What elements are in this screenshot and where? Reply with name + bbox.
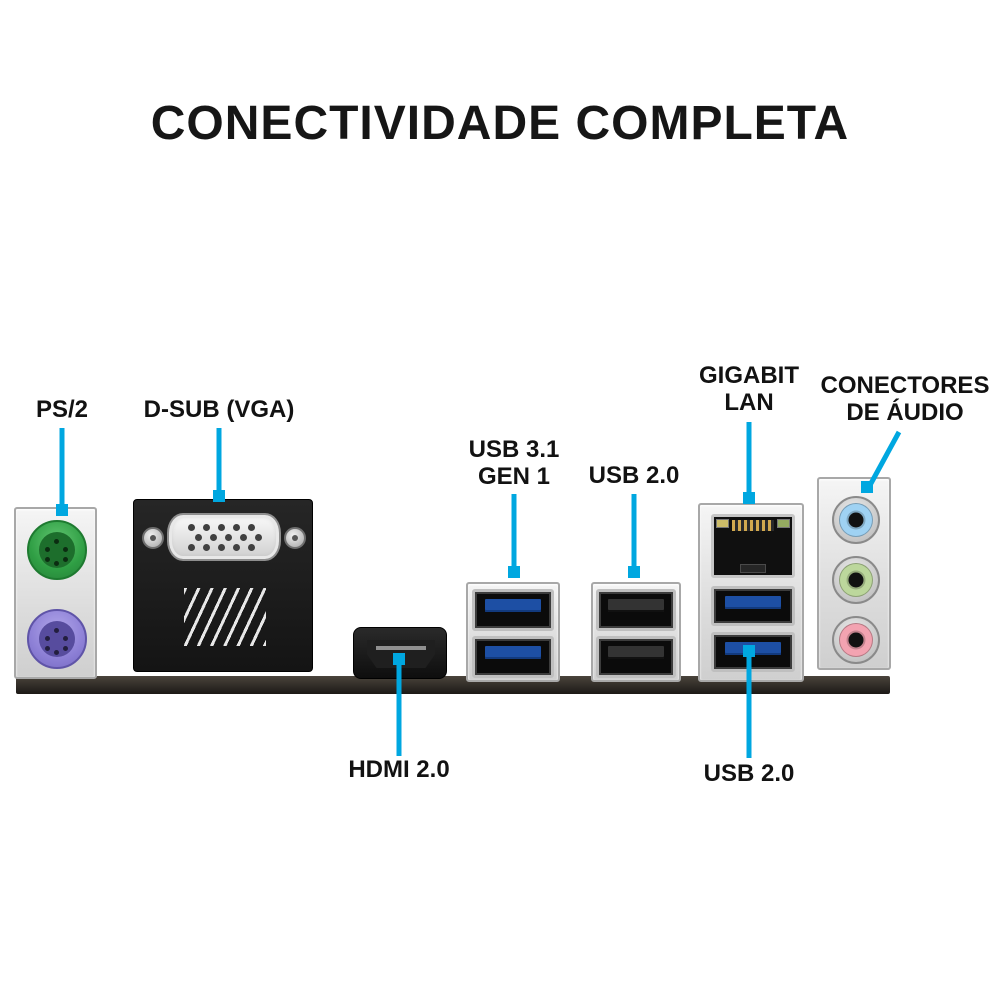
audio-jacks-bracket bbox=[817, 477, 891, 670]
vga-port-housing bbox=[133, 499, 313, 672]
usb31-gen1-bracket bbox=[466, 582, 560, 682]
label-vga: D-SUB (VGA) bbox=[134, 396, 304, 423]
usb20-port-top bbox=[596, 589, 676, 631]
label-hdmi: HDMI 2.0 bbox=[339, 756, 459, 783]
audio-jack-green bbox=[832, 556, 880, 604]
usb-tongue-blue bbox=[485, 646, 541, 659]
usb31-port-top bbox=[472, 589, 554, 631]
hdmi-contact-strip bbox=[376, 646, 426, 650]
hdmi-opening bbox=[367, 640, 435, 668]
label-usb20-bottom-text: USB 2.0 bbox=[703, 760, 795, 787]
audio-jack-pink bbox=[832, 616, 880, 664]
label-ps2-text: PS/2 bbox=[35, 396, 89, 423]
audio-jack-blue bbox=[832, 496, 880, 544]
label-usb31-line1: USB 3.1 bbox=[468, 436, 560, 463]
usb-tongue-black bbox=[608, 646, 664, 659]
label-audio-line1: CONECTORES bbox=[820, 372, 990, 399]
lan-clip-notch bbox=[740, 564, 766, 573]
label-hdmi-text: HDMI 2.0 bbox=[348, 756, 450, 783]
label-lan-line1: GIGABIT bbox=[699, 362, 799, 389]
vga-connector bbox=[167, 513, 281, 561]
label-gigabit-lan: GIGABIT LAN bbox=[689, 362, 809, 416]
usb-tongue-blue bbox=[725, 596, 781, 609]
label-usb20-top: USB 2.0 bbox=[574, 462, 694, 489]
lan-led-right bbox=[777, 519, 790, 528]
lan-led-left bbox=[716, 519, 729, 528]
usb-port-under-lan-top bbox=[711, 586, 795, 626]
label-usb20-bottom: USB 2.0 bbox=[689, 760, 809, 787]
vga-housing-pins bbox=[184, 588, 266, 646]
label-audio-line2: DE ÁUDIO bbox=[846, 399, 964, 426]
page-title: CONECTIVIDADE COMPLETA bbox=[150, 97, 850, 150]
usb20-top-leader-dot bbox=[628, 566, 640, 578]
ps2-port-purple-pins bbox=[39, 621, 75, 657]
usb31-port-bottom bbox=[472, 636, 554, 678]
gigabit-lan-port bbox=[711, 514, 795, 578]
usb-port-under-lan-bottom bbox=[711, 632, 795, 672]
vga-screw-post-left bbox=[142, 527, 164, 549]
label-audio-connectors: CONECTORES DE ÁUDIO bbox=[817, 372, 993, 426]
hdmi-port bbox=[353, 627, 447, 679]
ps2-bracket bbox=[14, 507, 97, 679]
label-ps2: PS/2 bbox=[12, 396, 112, 423]
lan-usb-bracket bbox=[698, 503, 804, 682]
ps2-port-green bbox=[27, 520, 87, 580]
usb31-leader-dot bbox=[508, 566, 520, 578]
label-usb31-line2: GEN 1 bbox=[477, 463, 551, 490]
usb-tongue-blue bbox=[725, 642, 781, 655]
label-usb20-top-text: USB 2.0 bbox=[588, 462, 680, 489]
ps2-port-purple bbox=[27, 609, 87, 669]
usb20-bracket bbox=[591, 582, 681, 682]
label-lan-line2: LAN bbox=[724, 389, 774, 416]
label-vga-text: D-SUB (VGA) bbox=[143, 396, 295, 423]
usb20-port-bottom bbox=[596, 636, 676, 678]
lan-gold-pins bbox=[732, 520, 774, 531]
label-usb31: USB 3.1 GEN 1 bbox=[444, 436, 584, 490]
vga-screw-post-right bbox=[284, 527, 306, 549]
usb-tongue-blue bbox=[485, 599, 541, 612]
vga-pin-holes bbox=[188, 524, 195, 531]
usb-tongue-black bbox=[608, 599, 664, 612]
ps2-port-green-pins bbox=[39, 532, 75, 568]
